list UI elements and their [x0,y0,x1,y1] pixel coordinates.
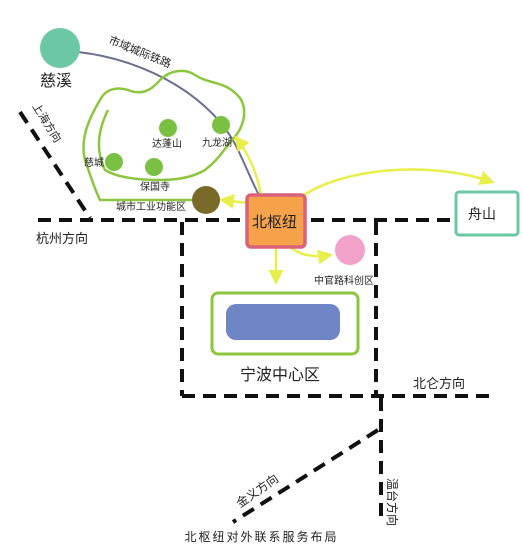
ningbo-center-label: 宁波中心区 [240,365,320,384]
cicheng-label: 慈城 [84,156,104,169]
shanghai-dir-label: 上海方向 [29,100,64,145]
hub-label: 北枢纽 [252,213,297,231]
zhongguan-label: 中官路科创区 [314,274,374,287]
cixi-label: 慈溪 [40,71,72,90]
road-network [18,110,490,524]
baoguosi-dot [145,158,163,176]
cicheng-dot [105,153,123,171]
arrow-to-jiulonghu [234,135,264,201]
intercity-rail-label: 市域城际铁路 [107,33,173,71]
taizhou-dir-label: 温台方向 [385,478,400,526]
jiulonghu-label: 九龙湖 [202,136,232,149]
dapengshan-dot [159,119,177,137]
zhoushan-label: 舟山 [468,207,496,223]
baoguosi-label: 保国寺 [140,180,170,193]
green-loop [82,69,246,202]
dapengshan-label: 达蓬山 [152,138,182,150]
zhoushan-box [454,190,520,237]
jinyi-dir-label: 金义方向 [233,471,281,511]
cixi-circle [40,28,80,68]
center-inner-box [226,304,340,340]
beilun-dir-label: 北仑方向 [413,376,465,392]
zhongguan-circle [335,235,365,265]
jiulonghu-dot [212,116,230,134]
jinyi-road [231,428,380,524]
industrial-zone-label: 城市工业功能区 [116,200,186,213]
map-caption: 北枢纽对外联系服务布局 [184,530,339,544]
hub-box [245,193,307,249]
hangzhou-dir-label: 杭州方向 [36,231,88,247]
arrow-to-industrial [219,193,249,209]
industrial-zone-circle [192,186,220,214]
arrow-to-zhoushan [299,168,495,200]
shanghai-road [18,110,92,220]
